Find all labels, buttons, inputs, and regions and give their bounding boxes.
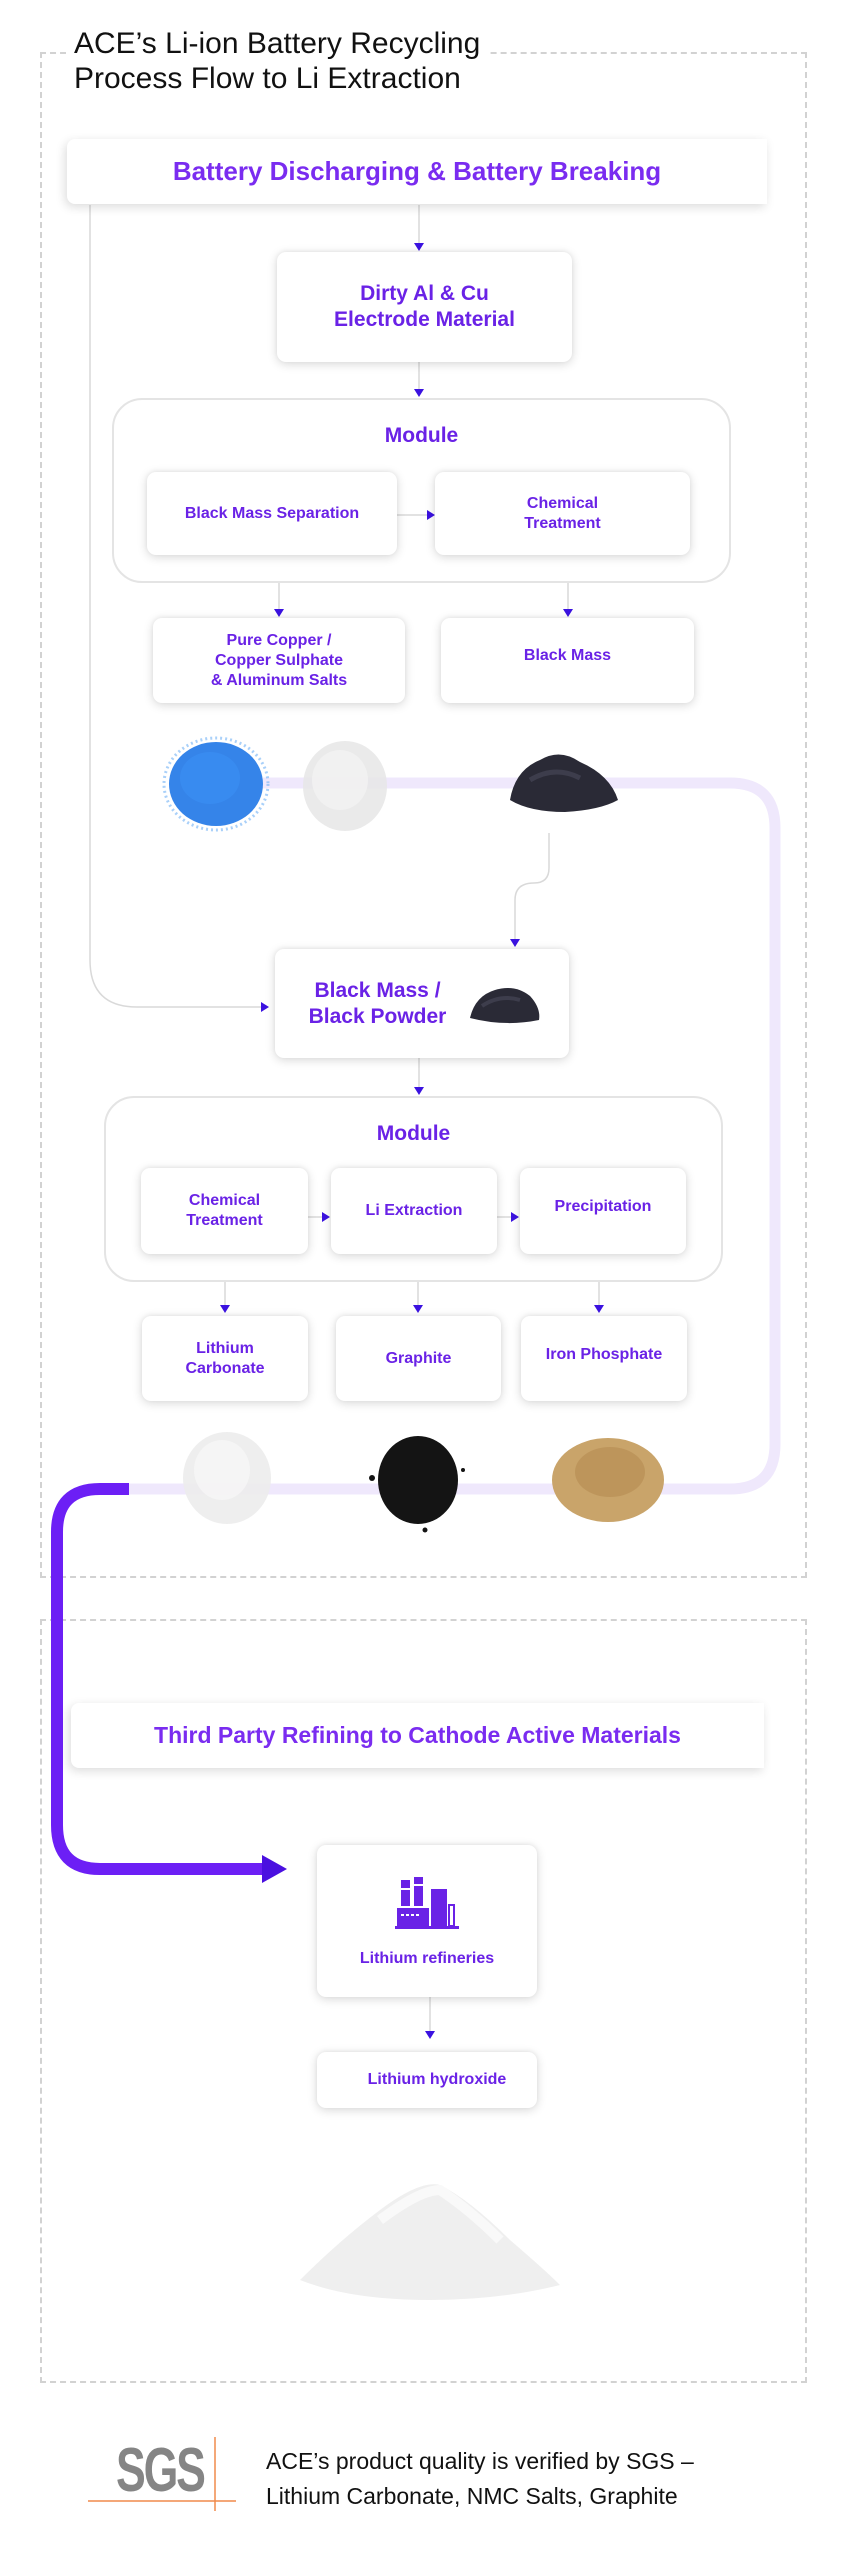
step-li-extraction-label: Li Extraction [365,1202,463,1219]
box-lithium-refineries-label: Lithium refineries [359,1950,495,1967]
step-precipitation-label: Precipitation [554,1198,652,1215]
flow-arrowhead [262,1855,287,1883]
powder-white-aluminum-salts [303,741,387,831]
banner-battery-discharging: Battery Discharging & Battery Breaking [67,139,767,204]
arrow-right [322,1212,330,1222]
sgs-logo: SGS [116,2436,206,2505]
arrow-right [261,1002,269,1012]
arrow-down [414,1087,424,1095]
page-title-line1: ACE’s Li-ion Battery Recycling [74,27,481,60]
arrow-down [413,1305,423,1313]
arrow-down [594,1305,604,1313]
box-lithium-hydroxide: Lithium hydroxide [317,2052,537,2108]
box-black-powder-line2: Black Powder [308,1004,447,1028]
arrow-down [510,939,520,947]
output-lithium-carbonate-line1: Lithium [196,1339,254,1357]
step-chemical-treatment-1: Chemical Treatment [435,472,690,555]
step-chemical-treatment-1-line2: Treatment [524,514,601,532]
module-2-title: Module [376,1122,451,1145]
output-lithium-carbonate: Lithium Carbonate [142,1316,308,1401]
output-lithium-carbonate-line2: Carbonate [185,1359,265,1377]
box-dirty-electrode-line1: Dirty Al & Cu [360,282,489,305]
powder-white-lithium-carbonate [183,1432,271,1524]
arrow-down [425,2031,435,2039]
footer-verification-text: ACE’s product quality is verified by SGS… [266,2444,694,2514]
box-dirty-electrode-material: Dirty Al & Cu Electrode Material [277,252,572,362]
output-pure-copper: Pure Copper / Copper Sulphate & Aluminum… [153,618,405,703]
box-lithium-refineries: Lithium refineries [317,1845,537,1997]
powder-black-mass [510,754,618,812]
output-black-mass: Black Mass [441,618,694,703]
step-chemical-treatment-2-line2: Treatment [186,1212,263,1229]
banner-battery-discharging-label: Battery Discharging & Battery Breaking [172,156,662,186]
powder-tan-iron-phosphate [552,1438,664,1522]
footer-line2: Lithium Carbonate, NMC Salts, Graphite [266,2483,678,2509]
box-black-powder-text: Black Mass / Black Powder [275,978,480,1030]
arrowheads [220,243,604,2039]
output-graphite: Graphite [336,1316,501,1401]
output-iron-phosphate-label: Iron Phosphate [545,1345,663,1363]
step-chemical-treatment-2: Chemical Treatment [141,1168,308,1254]
factory-icon [395,1877,459,1929]
module-1: Module [112,398,731,583]
flow-band-light [129,777,781,1495]
step-li-extraction: Li Extraction [331,1168,497,1254]
banner-third-party-refining: Third Party Refining to Cathode Active M… [71,1703,764,1768]
output-graphite-label: Graphite [385,1349,452,1367]
module-2: Module [104,1096,723,1282]
output-pure-copper-line3: & Aluminum Salts [210,671,348,689]
flow-band-dark [51,1483,262,1875]
banner-third-party-refining-label: Third Party Refining to Cathode Active M… [154,1722,681,1748]
arrow-down [563,609,573,617]
arrow-right [511,1212,519,1222]
step-chemical-treatment-2-line1: Chemical [188,1192,261,1209]
step-black-mass-separation: Black Mass Separation [147,472,397,555]
arrow-down [414,243,424,251]
output-pure-copper-line2: Copper Sulphate [214,651,343,669]
section2-dashed-border [40,1619,807,2383]
output-iron-phosphate: Iron Phosphate [521,1316,687,1401]
page-title: ACE’s Li-ion Battery Recycling Process F… [66,26,489,96]
footer-line1: ACE’s product quality is verified by SGS… [266,2448,694,2474]
powder-blue-copper-sulphate [162,736,270,832]
box-black-powder-line1: Black Mass / [314,978,441,1002]
step-chemical-treatment-1-line1: Chemical [526,494,599,512]
arrow-down [220,1305,230,1313]
box-lithium-hydroxide-label: Lithium hydroxide [367,2071,507,2088]
box-dirty-electrode-line2: Electrode Material [334,308,515,331]
box-black-mass-black-powder: Black Mass / Black Powder [275,949,569,1058]
output-black-mass-label: Black Mass [523,646,612,664]
page-title-line2: Process Flow to Li Extraction [74,62,461,95]
output-pure-copper-line1: Pure Copper / [226,631,332,649]
arrow-right [427,510,435,520]
module-1-title: Module [384,424,459,447]
arrow-down [274,609,284,617]
step-black-mass-separation-label: Black Mass Separation [184,504,360,522]
powder-white-lithium-hydroxide [300,2184,560,2300]
arrow-down [414,389,424,397]
powder-black-graphite [369,1436,465,1533]
step-precipitation: Precipitation [520,1168,686,1254]
